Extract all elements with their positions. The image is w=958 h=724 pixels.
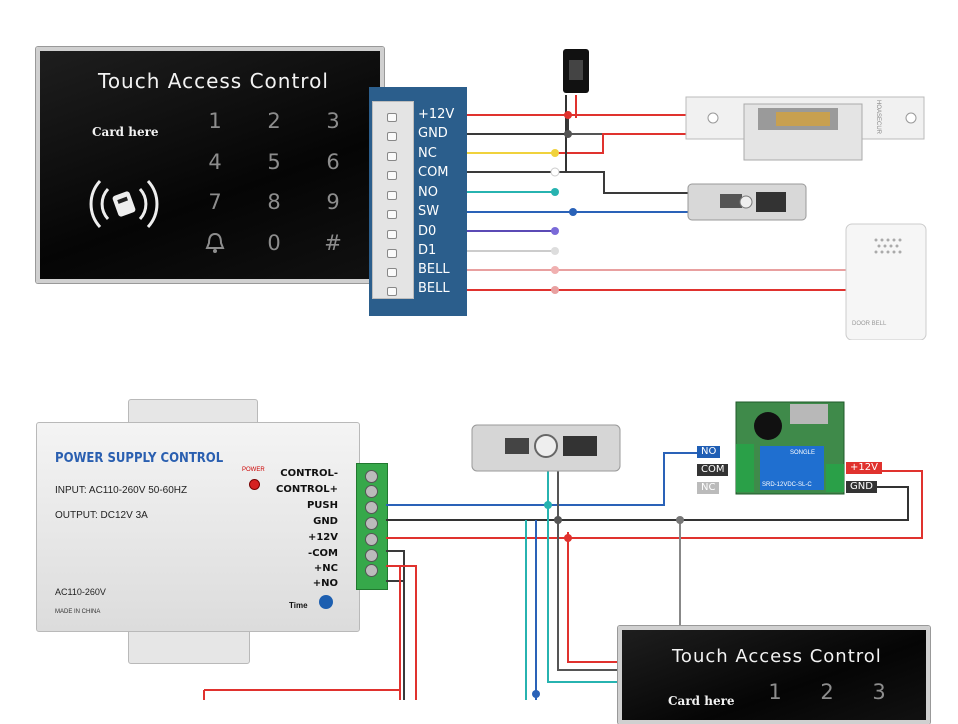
time-knob-icon — [319, 595, 333, 609]
key-3: 3 — [872, 680, 886, 704]
psu-terminal-control-plus: CONTROL+ — [276, 484, 338, 495]
terminal-hole — [387, 152, 397, 161]
key-9: 9 — [326, 190, 340, 214]
key-8: 8 — [267, 190, 281, 214]
screw — [365, 549, 378, 562]
relay-chip-text: SRD-12VDC-SL-C — [762, 482, 812, 488]
key-2: 2 — [820, 680, 834, 704]
card-here-label: Card here — [668, 694, 735, 708]
rfid-icon — [84, 169, 164, 239]
terminal-hole — [387, 249, 397, 258]
terminal-hole — [387, 191, 397, 200]
psu-input: INPUT: AC110-260V 50-60HZ — [55, 485, 188, 496]
relay-tag-nc: NC — [697, 482, 720, 494]
wiring-diagram: Touch Access Control Card here 1 2 3 4 5… — [36, 47, 930, 724]
terminal-label-d0: D0 — [418, 224, 437, 239]
psu-terminal-strip — [356, 463, 388, 590]
terminal-label-12v: +12V — [418, 107, 455, 122]
psu-terminal-gnd: GND — [313, 516, 338, 527]
key-5: 5 — [267, 150, 281, 174]
screw — [365, 564, 378, 577]
key-4: 4 — [208, 150, 222, 174]
doorbell-icon — [845, 223, 927, 340]
relay-tag-no: NO — [697, 446, 721, 458]
psu-made-in: MADE IN CHINA — [55, 609, 101, 615]
screw — [365, 517, 378, 530]
relay-tag-12v: +12V — [846, 462, 882, 474]
lock-brand-mark: HOASECUR — [875, 100, 881, 135]
terminal-hole — [387, 171, 397, 180]
terminal-block: +12V GND NC COM NO SW D0 D1 BELL BELL — [369, 87, 467, 316]
top-wiring — [467, 49, 927, 340]
doorbell-label: DOOR BELL — [852, 321, 887, 327]
terminal-hole — [387, 132, 397, 141]
psu-terminal-com: -COM — [308, 548, 338, 559]
access-control-keypad-bottom: Touch Access Control Card here 1 2 3 — [618, 626, 930, 724]
keypad-title: Touch Access Control — [98, 69, 329, 93]
exit-button-icon — [471, 424, 621, 472]
key-7: 7 — [208, 190, 222, 214]
terminal-label-d1: D1 — [418, 243, 437, 258]
terminal-label-gnd: GND — [418, 126, 448, 141]
terminal-label-bell-1: BELL — [418, 262, 450, 277]
key-3: 3 — [326, 109, 340, 133]
key-1: 1 — [768, 680, 782, 704]
psu-mount-ear-bottom — [128, 628, 250, 664]
terminal-hole — [387, 210, 397, 219]
psu-output: OUTPUT: DC12V 3A — [55, 510, 148, 521]
terminal-label-com: COM — [418, 165, 449, 180]
key-0: 0 — [267, 231, 281, 255]
screw — [365, 533, 378, 546]
relay-tag-gnd: GND — [846, 481, 877, 493]
diode-icon — [563, 49, 589, 93]
screw — [365, 501, 378, 514]
bottom-wiring — [203, 401, 923, 700]
key-2: 2 — [267, 109, 281, 133]
terminal-hole — [387, 268, 397, 277]
relay-brand: SONGLE — [790, 450, 816, 456]
keypad-title: Touch Access Control — [672, 646, 882, 667]
terminal-hole — [387, 287, 397, 296]
screw — [365, 470, 378, 483]
relay-tag-com: COM — [697, 464, 729, 476]
bell-icon — [205, 232, 225, 254]
power-supply-control: POWER SUPPLY CONTROL INPUT: AC110-260V 5… — [36, 422, 360, 632]
power-led-icon — [249, 479, 260, 490]
psu-terminal-12v: +12V — [307, 532, 338, 543]
access-control-keypad-top: Touch Access Control Card here 1 2 3 4 5… — [36, 47, 384, 283]
terminal-connector — [372, 101, 414, 299]
exit-button-icon — [687, 183, 807, 221]
psu-terminal-control-minus: CONTROL- — [280, 468, 338, 479]
psu-power-label: POWER — [242, 467, 265, 473]
terminal-label-no: NO — [418, 185, 438, 200]
psu-time-label: Time — [289, 601, 308, 610]
psu-ac-label: AC110-260V — [55, 587, 106, 597]
key-1: 1 — [208, 109, 222, 133]
key-hash: # — [324, 231, 342, 255]
card-here-label: Card here — [92, 125, 159, 139]
terminal-label-nc: NC — [418, 146, 437, 161]
key-6: 6 — [326, 150, 340, 174]
psu-terminal-push: PUSH — [306, 500, 338, 511]
terminal-hole — [387, 113, 397, 122]
screw — [365, 485, 378, 498]
electric-lock-icon — [685, 96, 925, 161]
terminal-label-bell-2: BELL — [418, 281, 450, 296]
terminal-label-sw: SW — [418, 204, 440, 219]
psu-terminal-no: +NO — [312, 578, 338, 589]
psu-title: POWER SUPPLY CONTROL — [55, 451, 224, 466]
psu-terminal-nc: +NC — [313, 563, 338, 574]
terminal-hole — [387, 230, 397, 239]
relay-module-icon — [735, 401, 845, 495]
